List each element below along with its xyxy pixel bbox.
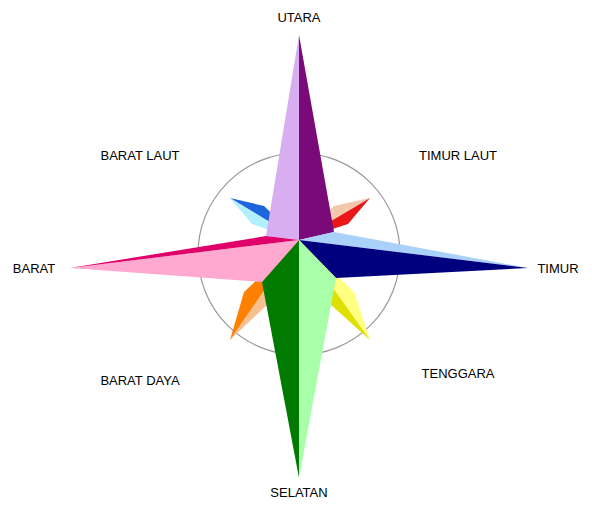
direction-label: TENGGARA [422, 367, 495, 380]
direction-label: BARAT DAYA [100, 374, 179, 387]
north-point [299, 35, 334, 240]
direction-label: TIMUR LAUT [419, 149, 497, 162]
direction-label: BARAT LAUT [101, 149, 180, 162]
direction-label: BARAT [13, 262, 55, 275]
east-point [299, 240, 528, 278]
direction-label: UTARA [277, 11, 320, 24]
direction-label: SELATAN [270, 486, 327, 499]
south-point [299, 240, 336, 478]
north-point [266, 35, 299, 240]
west-point [70, 236, 299, 268]
west-point [70, 240, 299, 282]
direction-label: TIMUR [537, 262, 578, 275]
main-points [70, 35, 528, 478]
